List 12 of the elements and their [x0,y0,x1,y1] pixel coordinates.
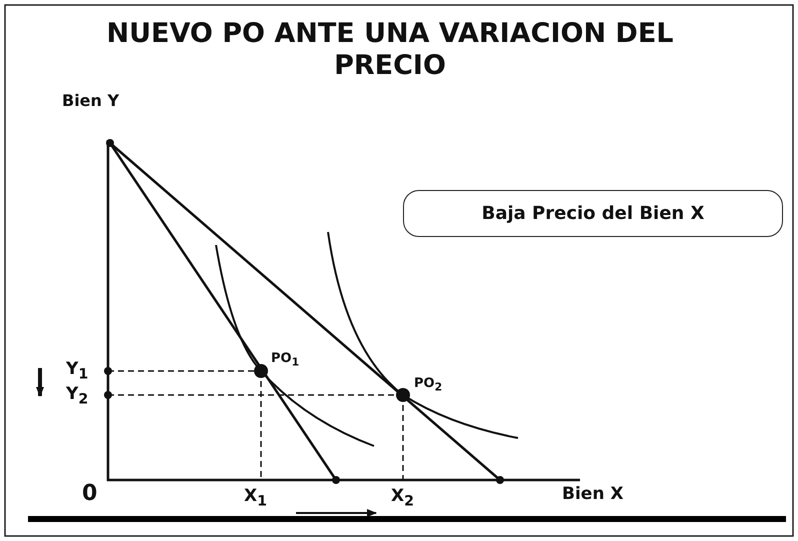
callout-text: Baja Precio del Bien X [482,203,704,224]
title: NUEVO PO ANTE UNA VARIACION DEL PRECIO [105,18,674,82]
axis-origin-label: 0 [82,482,98,506]
axis-tick-label: Y$_{2}$ [66,385,88,408]
axis-title: Bien X [562,485,624,504]
callout-box [403,190,783,237]
point-label: PO$_{1}$ [271,352,300,368]
axis-tick-label: X$_{1}$ [244,487,267,510]
point-label: PO$_{2}$ [414,377,442,394]
axis-tick-label: Y$_{1}$ [66,360,88,383]
axis-tick-label: X$_{2}$ [391,487,414,510]
axis-title: Bien Y [62,92,120,110]
